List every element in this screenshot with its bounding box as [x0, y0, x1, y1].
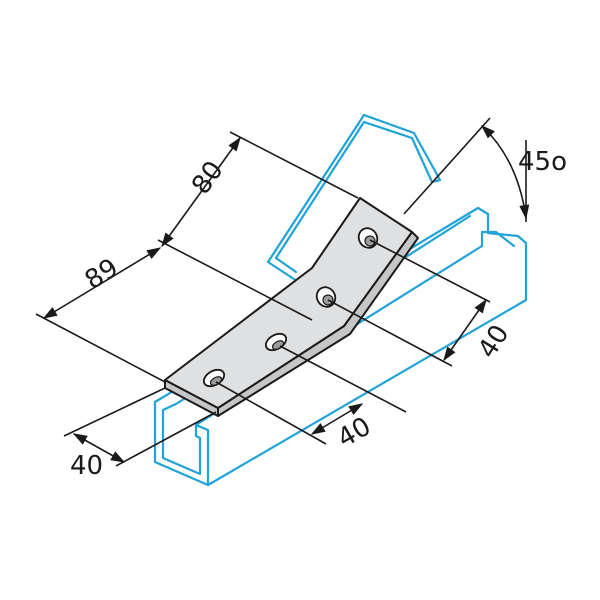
hole-1	[202, 368, 226, 388]
dim-angle-label: 45o	[518, 147, 567, 177]
dimension-lines	[35, 117, 530, 467]
angle-bracket-plate	[164, 197, 419, 417]
hole-4	[357, 227, 379, 249]
dim-89-label: 89	[80, 253, 124, 296]
dim-left-40-label: 40	[70, 451, 103, 481]
